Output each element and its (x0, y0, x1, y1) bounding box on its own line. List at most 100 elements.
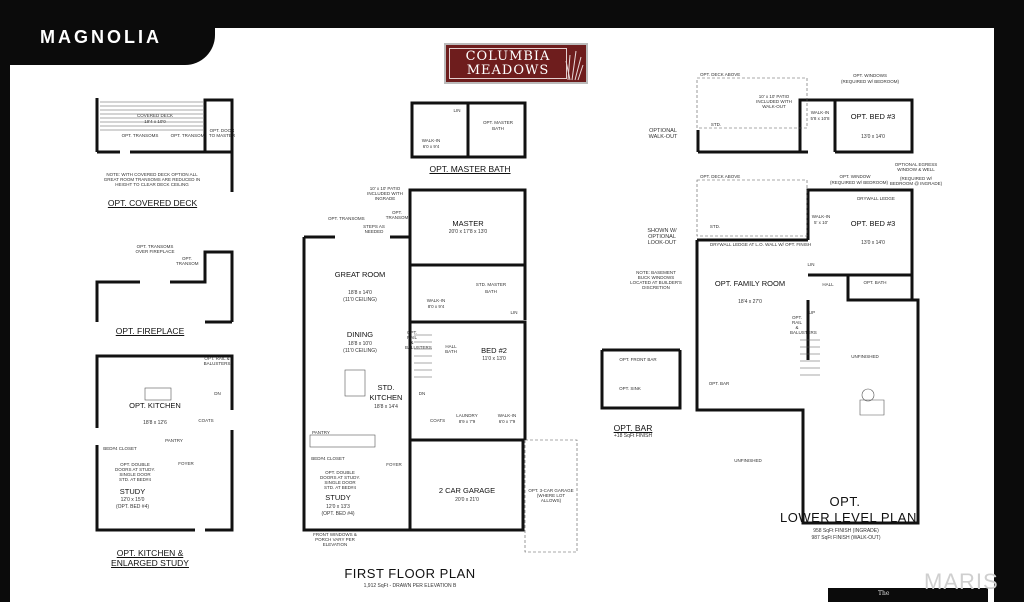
right-frame (994, 28, 1024, 602)
ks-study-label: STUDY (119, 487, 146, 496)
hall-bath-label: HALL BATH (445, 344, 457, 354)
bar-front-label: OPT. FRONT BAR (619, 357, 657, 362)
brand-line-1: COLUMBIA (465, 49, 551, 64)
covered-deck-dim: 19'4 x 10'0 (144, 119, 166, 124)
deck-door-label: OPT. DOOR TO MASTER (208, 128, 236, 138)
ll-opt-bath-label: OPT. BATH (863, 280, 887, 285)
ll-walkin-dim: 5' x 10' (814, 220, 828, 225)
wo-deck-above-label: OPT. DECK ABOVE (700, 72, 741, 77)
dining-ceiling: (11'0 CEILING) (343, 348, 377, 354)
std-kitchen-std: STD. (377, 383, 395, 392)
bed2-label: BED #2 (481, 346, 507, 355)
ll-drywall-label: DRYWALL LEDGE (857, 196, 895, 201)
title-tab: MAGNOLIA (10, 10, 215, 65)
ks-dn-label: DN (214, 391, 221, 396)
ll-hall-label: HALL (822, 282, 834, 287)
wo-walkin-label: WALK-IN (810, 110, 830, 115)
wo-patio-label: 10' x 10' PATIO INCLUDED WITH WALK-OUT (756, 94, 792, 109)
laundry-label: LAUNDRY (456, 413, 478, 418)
ll-rail-label: OPT. RAIL & BALUSTERS (790, 315, 817, 335)
lower-title-2: LOWER LEVEL PLAN (780, 510, 917, 525)
great-room-dim: 18'8 x 14'0 (348, 290, 372, 296)
lower-finish-2: 987 SqFt FINISH (WALK-OUT) (811, 535, 881, 541)
great-room-label: GREAT ROOM (334, 270, 386, 279)
ll-bed3-label: OPT. BED #3 (850, 219, 896, 228)
ll-up-label: UP (808, 310, 816, 315)
garage-label: 2 CAR GARAGE (438, 486, 496, 495)
bar-caption: OPT. BAR (613, 423, 653, 433)
ff-rail-label: OPT. RAIL & BALUSTERS (405, 330, 432, 350)
brand-line-2: MEADOWS (466, 63, 550, 78)
ff-doors-note: OPT. DOUBLE DOORS AT STUDY. SINGLE DOOR … (320, 470, 361, 490)
bar-finish: +18 SqFt FINISH (613, 433, 653, 439)
ll-unfinished2-label: UNFINISHED (734, 458, 762, 463)
ff-transoms-label: OPT. TRANSOMS (328, 216, 365, 221)
bar-sink-label: OPT. SINK (619, 386, 641, 391)
ff-walkin-label: WALK-IN (426, 298, 446, 303)
deck-note: NOTE: WITH COVERED DECK OPTION ALL GREAT… (103, 172, 201, 187)
std-kitchen-label: KITCHEN (369, 393, 403, 402)
mb-lin-label: LIN (453, 108, 461, 113)
ll-window-req: (REQUIRED W/ BEDROOM) (830, 180, 888, 185)
dining-dim: 18'8 x 10'0 (348, 341, 372, 347)
wo-optional-label: OPTIONAL WALK-OUT (648, 128, 678, 140)
ll-walkin-label: WALK-IN (811, 214, 831, 219)
maris-watermark: MARIS (924, 569, 999, 594)
dining-label: DINING (346, 330, 374, 339)
plan-sheet (10, 28, 994, 602)
master-dim: 20'0 x 17'8 x 13'0 (448, 229, 488, 235)
ks-caption-2: ENLARGED STUDY (111, 558, 189, 568)
corner-text: The (878, 590, 890, 597)
mb-walkin-label: WALK-IN (421, 138, 441, 143)
fireplace-transom-label: OPT. TRANSOM (176, 256, 199, 266)
ll-unfinished-label: UNFINISHED (851, 354, 879, 359)
ll-bed3-dim: 13'0 x 14'0 (861, 240, 885, 246)
deck-transoms-label: OPT. TRANSOMS (121, 133, 159, 138)
great-room-ceiling: (11'0 CEILING) (343, 297, 377, 303)
ff-patio-label: 10' x 10' PATIO INCLUDED WITH INGRADE (367, 186, 403, 201)
ff-walkin-dim: 8'0 x 9'4 (427, 304, 445, 309)
std-kitchen-dim: 18'8 x 14'4 (374, 404, 398, 410)
wo-walkin-dim: 5'8 x 10'8 (810, 116, 830, 121)
ks-pantry-label: PANTRY (165, 438, 183, 443)
bed2-dim: 11'0 x 13'0 (482, 356, 506, 362)
ll-std-label: STD. (709, 224, 721, 229)
ll-note: NOTE: BASEMENT BUCK WINDOWS LOCATED AT B… (630, 270, 682, 290)
opt-3car-garage-label: OPT. 3-CAR GARAGE (WHERE LOT ALLOWS) (528, 488, 574, 503)
ll-egress-label: OPTIONAL EGRESS WINDOW & WELL (894, 162, 938, 172)
ff-walkin2-label: WALK-IN (497, 413, 517, 418)
garage-dim: 20'0 x 21'0 (455, 497, 479, 503)
ll-window-label: OPT. WINDOW (839, 174, 871, 179)
lower-finish-1: 958 SqFt FINISH (INGRADE) (813, 528, 879, 534)
ks-caption-1: OPT. KITCHEN & (116, 548, 184, 558)
ff-study-label: STUDY (325, 493, 351, 502)
ff-study-dim: 12'0 x 13'3 (326, 504, 350, 510)
ff-transom-label: OPT. TRANSOM (385, 210, 409, 220)
wo-std-label: STD. (710, 122, 722, 127)
covered-deck-caption: OPT. COVERED DECK (107, 198, 198, 208)
ff-coats-label: COATS (430, 418, 446, 423)
mb-walkin-dim: 6'0 x 9'4 (422, 144, 440, 149)
ff-lin-label: LIN (510, 310, 518, 315)
deck-transom-label: OPT. TRANSOM (170, 133, 205, 138)
ff-porch-note: FRONT WINDOWS & PORCH VARY PER ELEVATION (313, 532, 357, 547)
ks-foyer-label: FOYER (178, 461, 194, 466)
ff-std-master-label: STD. MASTER (475, 282, 507, 287)
ff-dn-label: DN (418, 391, 426, 396)
first-floor-title: FIRST FLOOR PLAN (344, 566, 476, 581)
ff-walkin2-dim: 6'0 x 7'9 (498, 419, 516, 424)
ff-bath-label: BATH (485, 289, 497, 294)
first-floor-subtitle: 1,912 SqFt - DRAWN PER ELEVATION B (363, 583, 457, 589)
corner-badge: The (828, 588, 988, 602)
ks-rail-label: OPT. RAIL & BALUSTERS (203, 356, 231, 366)
covered-deck-label: COVERED DECK (136, 113, 173, 118)
master-bath-caption: OPT. MASTER BATH (429, 164, 511, 174)
opt-kitchen-label: OPT. KITCHEN (129, 401, 181, 410)
ks-coats-label: COATS (198, 418, 214, 423)
grass-logo-icon (565, 50, 584, 81)
fireplace-transoms-label: OPT. TRANSOMS OVER FIREPLACE (135, 244, 175, 254)
opt-kitchen-dim: 18'8 x 12'6 (143, 420, 167, 426)
ff-pantry-label: PANTRY (312, 430, 330, 435)
